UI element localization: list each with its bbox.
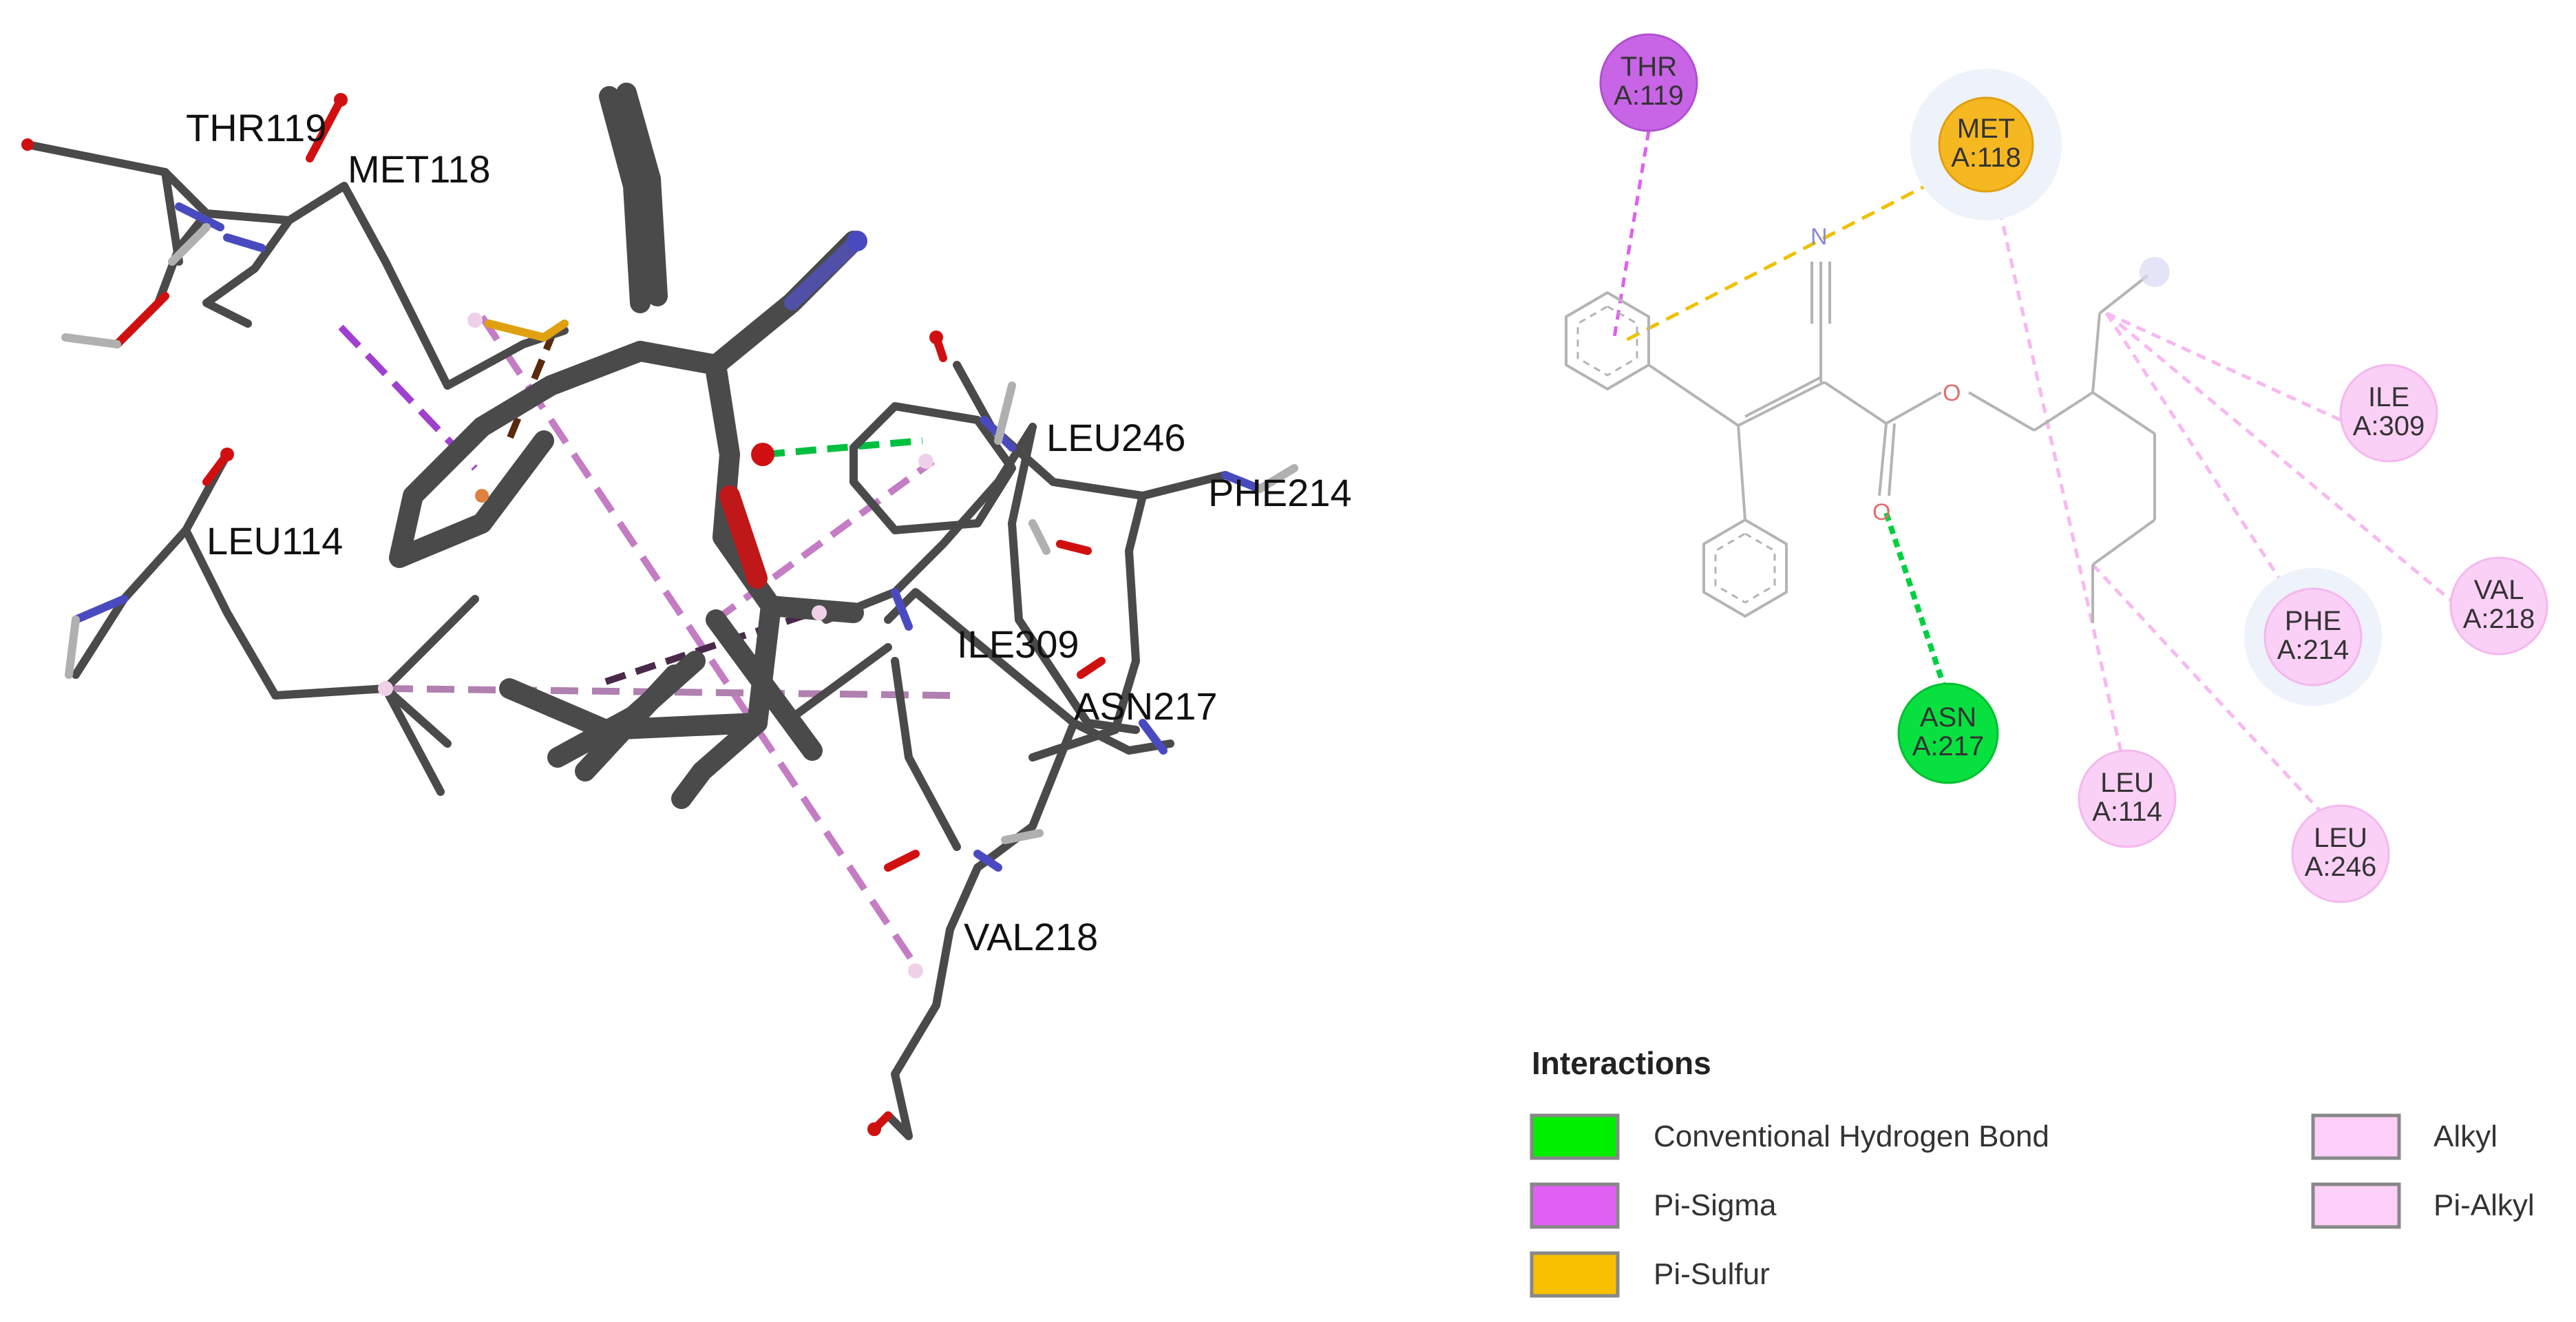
- label-leu246: LEU246: [1046, 416, 1185, 459]
- residue-id: A:309: [2353, 411, 2425, 441]
- residue-id: A:118: [1951, 143, 2021, 173]
- alkyl-line-leu246: [2091, 563, 2342, 835]
- residue-leu246: LEU A:246: [2291, 804, 2390, 903]
- label-asn217: ASN217: [1074, 684, 1218, 728]
- pi-sulfur-line-3d: [503, 329, 558, 449]
- label-phe214: PHE214: [1208, 471, 1352, 514]
- legend-label: Pi-Sulfur: [1654, 1257, 1770, 1291]
- residue-labels-3d: THR119 MET118 LEU114 LEU246 PHE214 ILE30…: [186, 106, 1352, 958]
- residue-id: A:114: [2092, 797, 2162, 827]
- residue-id: A:218: [2463, 604, 2535, 634]
- atom-nitrogen: N: [1810, 224, 1828, 250]
- legend-title: Interactions: [1532, 1045, 1711, 1081]
- legend-item-pi-alkyl: Pi-Alkyl: [2311, 1182, 2535, 1229]
- alkyl-line-phe: [2104, 312, 2308, 621]
- residue-id: A:119: [1614, 81, 1684, 111]
- docking-3d-view: THR119 MET118 LEU114 LEU246 PHE214 ILE30…: [21, 83, 1352, 1140]
- interaction-2d-diagram: N O O THR A:119 MET A:118 ILE A:309: [1565, 33, 2548, 903]
- residue-thr119: THR A:119: [1599, 33, 1698, 132]
- label-thr119: THR119: [186, 106, 326, 149]
- pi-sigma-line: [1612, 130, 1651, 338]
- ligand-3d: [389, 83, 864, 809]
- alkyl-line-val: [2105, 312, 2459, 607]
- label-leu114: LEU114: [207, 519, 343, 563]
- legend-label: Pi-Alkyl: [2434, 1188, 2535, 1222]
- atom-oxygen-carbonyl: O: [1872, 499, 1890, 525]
- residue-id: A:246: [2305, 852, 2377, 882]
- legend-item-alkyl: Alkyl: [2311, 1113, 2498, 1160]
- legend-label: Alkyl: [2434, 1120, 2498, 1153]
- alkyl-line-ile: [2105, 311, 2342, 422]
- interaction-lines-2d: [1612, 130, 2459, 835]
- residue-id: A:214: [2277, 635, 2350, 665]
- residue-asn217: ASN A:217: [1897, 682, 1999, 784]
- legend-label: Conventional Hydrogen Bond: [1654, 1120, 2049, 1153]
- residue-val218: VAL A:218: [2449, 556, 2548, 655]
- residue-name: MET: [1957, 114, 2015, 144]
- residue-leu114: LEU A:114: [2078, 749, 2177, 848]
- legend-item-hbond: Conventional Hydrogen Bond: [1530, 1113, 2049, 1160]
- legend-label: Pi-Sigma: [1654, 1188, 1777, 1222]
- pi-sulfur-line: [1623, 160, 1974, 343]
- hbond-line: [1883, 512, 1951, 700]
- ligand-2d: [1565, 262, 2156, 623]
- residue-name: ASN: [1920, 702, 1976, 733]
- legend-item-pi-sigma: Pi-Sigma: [1530, 1182, 1777, 1229]
- residue-name: LEU: [2100, 768, 2154, 798]
- residue-name: PHE: [2285, 606, 2341, 636]
- label-val218: VAL218: [964, 915, 1098, 958]
- residue-name: ILE: [2368, 382, 2409, 412]
- residue-met118: MET A:118: [1910, 69, 2062, 220]
- legend-item-pi-sulfur: Pi-Sulfur: [1530, 1251, 1770, 1298]
- residue-nodes: THR A:119 MET A:118 ILE A:309 VAL A:218: [1599, 33, 2548, 903]
- residue-name: LEU: [2314, 823, 2367, 853]
- atom-oxygen-ester: O: [1943, 380, 1961, 406]
- alkyl-line-3d-1: [385, 685, 951, 699]
- interactions-legend: Interactions Conventional Hydrogen Bond …: [1530, 1045, 2535, 1298]
- ligand-oxygen-atom: [751, 443, 774, 466]
- pi-alkyl-line-3d: [478, 315, 922, 973]
- alkyl-line-3d-2: [604, 606, 824, 685]
- label-ile309: ILE309: [957, 622, 1079, 666]
- ligand-heteroatoms-3d: [706, 233, 865, 589]
- residue-sticks-3d: [23, 96, 1298, 1140]
- terminal-carbon-highlight: [2140, 257, 2170, 287]
- residue-name: VAL: [2474, 575, 2524, 605]
- hbond-line-3d: [763, 437, 923, 458]
- residue-name: THR: [1620, 52, 1677, 82]
- alkyl-line-met-leu114: [1998, 209, 2126, 765]
- residue-atoms-3d: [21, 93, 943, 1136]
- residue-ile309: ILE A:309: [2339, 364, 2438, 463]
- residue-phe214: PHE A:214: [2244, 568, 2382, 706]
- label-met118: MET118: [348, 147, 490, 191]
- ligand-nitrogen-atom: [847, 231, 867, 251]
- residue-id: A:217: [1912, 731, 1985, 762]
